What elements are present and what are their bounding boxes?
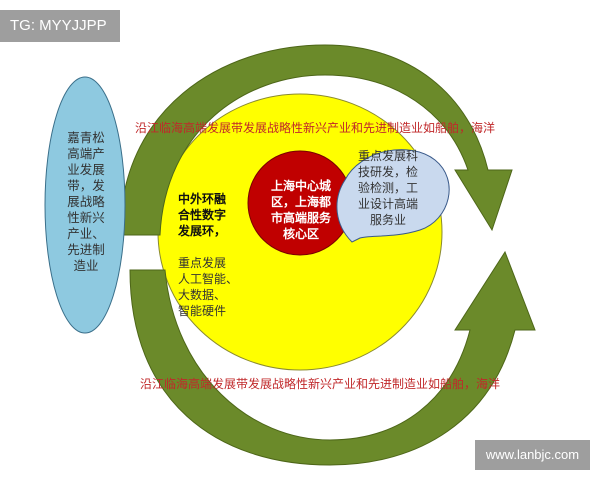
upper-cycle-arrow <box>119 44 513 236</box>
left-ellipse <box>44 76 126 334</box>
ring-text: 中外环融 合性数字 发展环， 重点发展 人工智能、 大数据、 智能硬件 <box>178 175 253 319</box>
ring-body: 重点发展 人工智能、 大数据、 智能硬件 <box>178 256 239 318</box>
watermark: www.lanbjc.com <box>475 440 590 470</box>
top-caption: 沿江临海高端发展带发展战略性新兴产业和先进制造业如船舶，海洋 <box>135 121 496 135</box>
bubble-text: 重点发展科 技研发，检 验检测，工 业设计高端 服务业 <box>357 149 418 227</box>
ring-title: 中外环融 合性数字 发展环， <box>178 192 227 238</box>
core-text: 上海中心城 区，上海都 市高端服务 核心区 <box>270 179 331 241</box>
bottom-caption: 沿江临海高端发展带发展战略性新兴产业和先进制造业如船舶，海洋 <box>140 377 501 391</box>
left-ellipse-text: 嘉青松 高端产 业发展 带，发 展战略 性新兴 产业、 先进制 造业 <box>67 130 105 273</box>
tag-label: TG: MYYJJPP <box>0 10 120 42</box>
lower-cycle-arrow <box>129 250 536 466</box>
speech-bubble <box>336 149 450 243</box>
